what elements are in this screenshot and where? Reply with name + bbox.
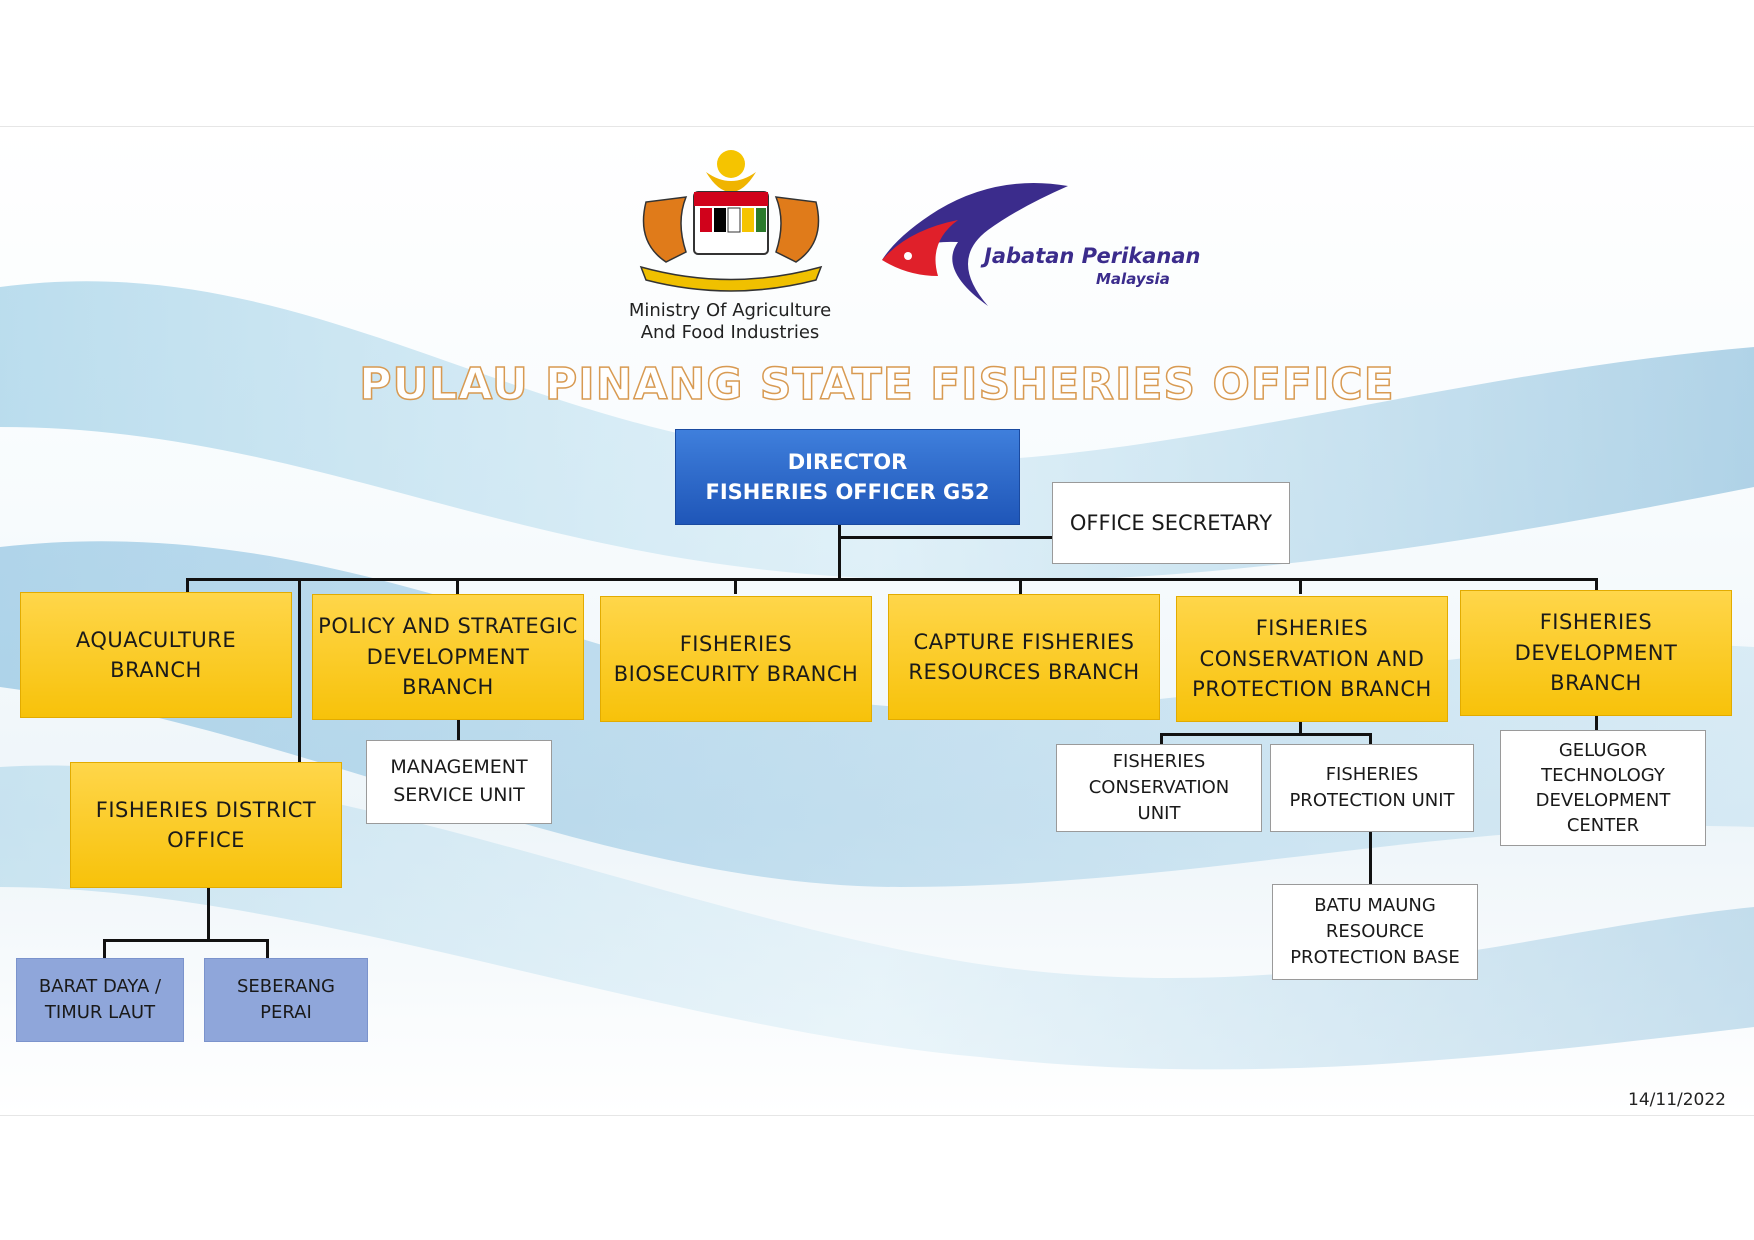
capture-line1: CAPTURE FISHERIES bbox=[913, 629, 1135, 654]
connector-line bbox=[838, 525, 841, 580]
policy-line3: BRANCH bbox=[402, 675, 494, 700]
conservation-unit-line2: CONSERVATION bbox=[1088, 776, 1230, 798]
connector-line bbox=[186, 578, 1598, 581]
fisheries-department-logo bbox=[882, 183, 1068, 306]
director-grade: FISHERIES OFFICER G52 bbox=[705, 480, 990, 504]
gelugor-line4: CENTER bbox=[1566, 815, 1640, 837]
development-line1: FISHERIES bbox=[1539, 610, 1653, 635]
development-branch-box: FISHERIES DEVELOPMENT BRANCH bbox=[1460, 590, 1732, 716]
department-country: Malaysia bbox=[1096, 270, 1170, 288]
connector-line bbox=[103, 939, 106, 959]
connector-line bbox=[1595, 716, 1598, 730]
seberang-perai-line2: PERAI bbox=[260, 1002, 312, 1023]
conservation-line3: PROTECTION BRANCH bbox=[1192, 677, 1432, 702]
aquaculture-branch-box: AQUACULTURE BRANCH bbox=[20, 592, 292, 718]
capture-line2: RESOURCES BRANCH bbox=[908, 660, 1140, 684]
connector-line bbox=[456, 578, 459, 594]
connector-line bbox=[1369, 830, 1372, 885]
conservation-line1: FISHERIES bbox=[1255, 616, 1369, 641]
protection-unit-box: FISHERIES PROTECTION UNIT bbox=[1270, 744, 1474, 832]
ministry-line1: Ministry Of Agriculture bbox=[628, 300, 832, 321]
biosecurity-line1: FISHERIES bbox=[679, 631, 793, 656]
connector-line bbox=[838, 536, 1052, 539]
office-secretary-box: OFFICE SECRETARY bbox=[1052, 482, 1290, 564]
ministry-name: Ministry Of Agriculture And Food Industr… bbox=[600, 300, 860, 343]
aquaculture-line1: AQUACULTURE bbox=[75, 627, 237, 652]
batu-maung-box: BATU MAUNG RESOURCE PROTECTION BASE bbox=[1272, 884, 1478, 980]
biosecurity-line2: BIOSECURITY BRANCH bbox=[613, 662, 859, 686]
capture-branch-box: CAPTURE FISHERIES RESOURCES BRANCH bbox=[888, 594, 1160, 720]
connector-line bbox=[1299, 720, 1302, 735]
barat-daya-box: BARAT DAYA / TIMUR LAUT bbox=[16, 958, 184, 1042]
connector-line bbox=[186, 578, 189, 594]
office-secretary-label: OFFICE SECRETARY bbox=[1069, 510, 1273, 535]
page-title: PULAU PINANG STATE FISHERIES OFFICE bbox=[359, 358, 1395, 411]
district-office-box: FISHERIES DISTRICT OFFICE bbox=[70, 762, 342, 888]
connector-line bbox=[207, 886, 210, 940]
director-box: DIRECTOR FISHERIES OFFICER G52 bbox=[675, 429, 1020, 525]
conservation-unit-line1: FISHERIES bbox=[1112, 750, 1206, 772]
connector-line bbox=[1160, 733, 1372, 736]
ministry-line2: And Food Industries bbox=[640, 321, 820, 343]
batu-maung-line1: BATU MAUNG bbox=[1314, 894, 1436, 916]
development-line2: DEVELOPMENT bbox=[1514, 640, 1678, 665]
district-office-line2: OFFICE bbox=[167, 828, 245, 852]
biosecurity-branch-box: FISHERIES BIOSECURITY BRANCH bbox=[600, 596, 872, 722]
seberang-perai-line1: SEBERANG bbox=[236, 975, 336, 997]
slide-date: 14/11/2022 bbox=[1628, 1090, 1726, 1110]
gelugor-line1: GELUGOR bbox=[1558, 739, 1648, 761]
connector-line bbox=[298, 578, 301, 764]
conservation-unit-box: FISHERIES CONSERVATION UNIT bbox=[1056, 744, 1262, 832]
conservation-unit-line3: UNIT bbox=[1137, 803, 1181, 825]
connector-line bbox=[1160, 733, 1163, 745]
protection-unit-line1: FISHERIES bbox=[1325, 763, 1419, 785]
policy-line2: DEVELOPMENT bbox=[366, 644, 530, 669]
connector-line bbox=[103, 939, 269, 942]
connector-line bbox=[1369, 733, 1372, 745]
management-line2: SERVICE UNIT bbox=[393, 784, 525, 806]
seberang-perai-box: SEBERANG PERAI bbox=[204, 958, 368, 1042]
connector-line bbox=[734, 578, 737, 594]
gelugor-center-box: GELUGOR TECHNOLOGY DEVELOPMENT CENTER bbox=[1500, 730, 1706, 846]
gelugor-line3: DEVELOPMENT bbox=[1535, 790, 1671, 811]
connector-line bbox=[1595, 578, 1598, 590]
connector-line bbox=[457, 718, 460, 742]
gelugor-line2: TECHNOLOGY bbox=[1541, 764, 1665, 786]
barat-daya-line2: TIMUR LAUT bbox=[44, 1002, 156, 1023]
barat-daya-line1: BARAT DAYA / bbox=[38, 975, 162, 997]
batu-maung-line2: RESOURCE bbox=[1325, 920, 1425, 942]
development-line3: BRANCH bbox=[1550, 671, 1642, 696]
district-office-line1: FISHERIES DISTRICT bbox=[95, 797, 317, 822]
conservation-line2: CONSERVATION AND bbox=[1199, 646, 1425, 671]
connector-line bbox=[1019, 578, 1022, 594]
department-name: Jabatan Perikanan bbox=[984, 244, 1201, 268]
coat-of-arms-emblem bbox=[639, 150, 823, 292]
connector-line bbox=[1299, 578, 1302, 594]
policy-line1: POLICY AND STRATEGIC bbox=[318, 614, 578, 639]
conservation-branch-box: FISHERIES CONSERVATION AND PROTECTION BR… bbox=[1176, 596, 1448, 722]
management-line1: MANAGEMENT bbox=[390, 756, 528, 779]
management-service-unit-box: MANAGEMENT SERVICE UNIT bbox=[366, 740, 552, 824]
director-title: DIRECTOR bbox=[787, 449, 908, 474]
batu-maung-line3: PROTECTION BASE bbox=[1290, 947, 1460, 969]
aquaculture-line2: BRANCH bbox=[110, 658, 202, 682]
policy-branch-box: POLICY AND STRATEGIC DEVELOPMENT BRANCH bbox=[312, 594, 584, 720]
connector-line bbox=[266, 939, 269, 959]
protection-unit-line2: PROTECTION UNIT bbox=[1289, 790, 1455, 811]
